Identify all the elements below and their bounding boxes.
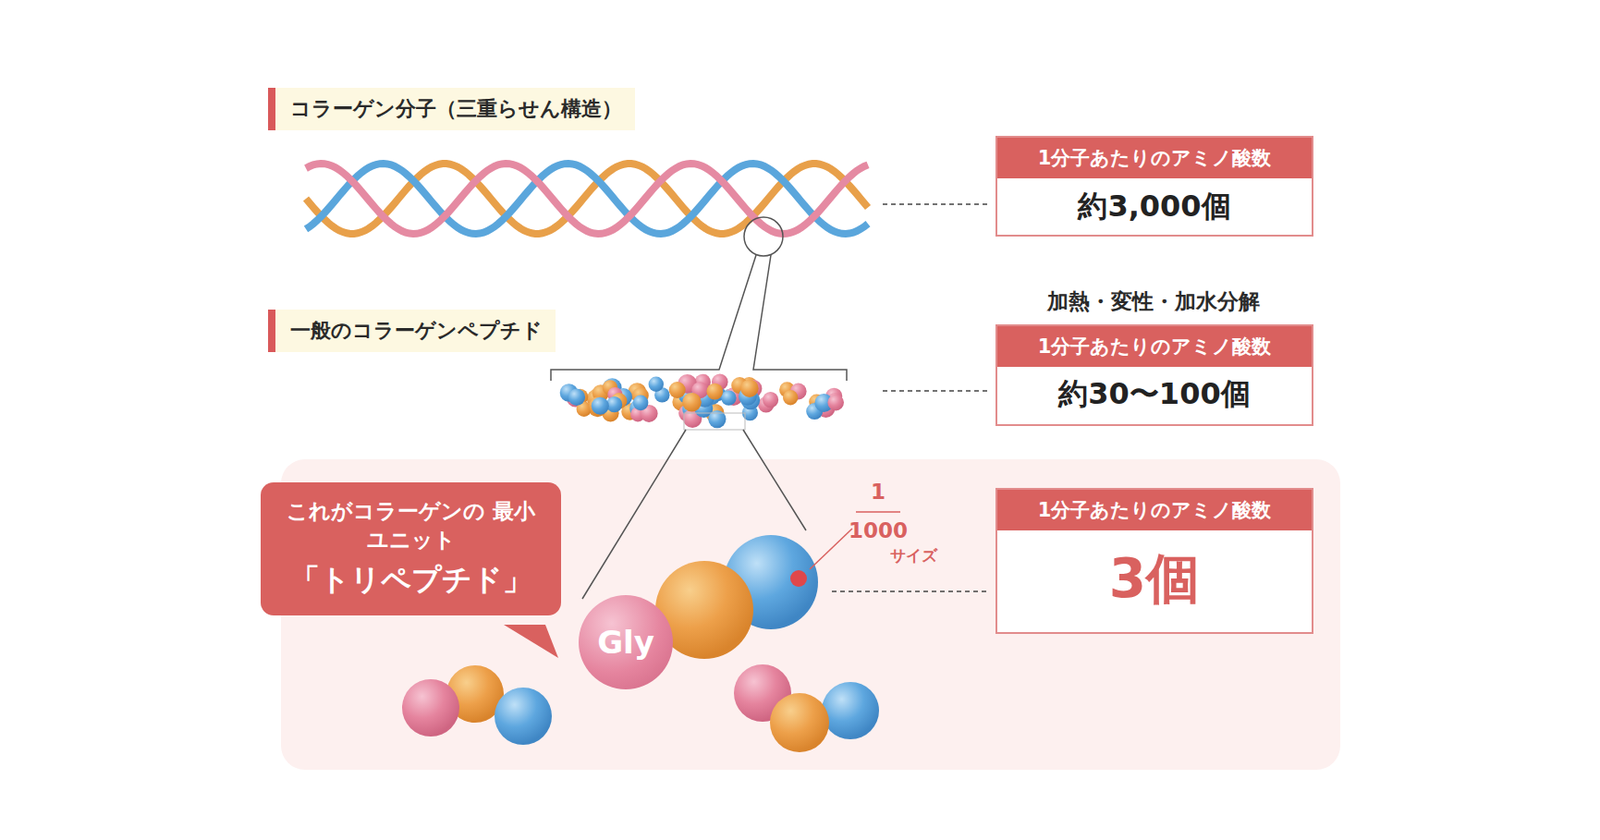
process-note: 加熱・変性・加水分解 — [1047, 287, 1260, 317]
dashed-leaders — [831, 204, 988, 592]
count-box: 1分子あたりのアミノ酸数約3,000個 — [995, 135, 1314, 237]
tripeptide — [655, 535, 819, 660]
count-box: 1分子あたりのアミノ酸数約30〜100個 — [995, 324, 1314, 427]
zoom-bracket — [550, 255, 847, 381]
fraction-numerator: 1 — [870, 479, 886, 504]
size-note: サイズ — [890, 545, 938, 567]
box-header: 1分子あたりのアミノ酸数 — [997, 137, 1312, 179]
amino-ball — [648, 377, 664, 392]
amino-ball — [740, 379, 758, 398]
fraction-bar — [855, 511, 901, 513]
callout-box: これがコラーゲンの 最小ユニット「トリペプチド」 — [260, 482, 562, 616]
amino-ball — [633, 395, 649, 412]
box-value: 約3,000個 — [997, 178, 1312, 235]
amino-ball — [827, 394, 844, 412]
helix-strand — [305, 163, 868, 234]
box-value: 3個 — [997, 530, 1312, 633]
helix-strand — [305, 163, 868, 234]
amino-ball — [706, 383, 723, 401]
helix-strand — [305, 163, 868, 234]
heading-text: コラーゲン分子（三重らせん構造） — [290, 95, 623, 123]
triple-helix — [305, 163, 868, 234]
ball-text: Gly — [597, 623, 655, 661]
amino-ball — [568, 389, 586, 406]
heading-band: 一般のコラーゲンペプチド — [268, 309, 556, 353]
count-box: 1分子あたりのアミノ酸数3個 — [995, 488, 1314, 635]
heading-band: コラーゲン分子（三重らせん構造） — [268, 87, 636, 131]
peptide-cluster — [560, 373, 844, 428]
zoom-rect — [683, 413, 746, 430]
amino-ball — [782, 390, 798, 405]
amino-ball — [682, 392, 702, 413]
amino-ball — [762, 391, 779, 408]
fraction-denominator: 1000 — [848, 518, 908, 543]
box-header: 1分子あたりのアミノ酸数 — [997, 326, 1312, 367]
callout-text: これがコラーゲンの 最小ユニット — [277, 497, 545, 555]
amino-ball — [669, 381, 686, 399]
heading-text: 一般のコラーゲンペプチド — [290, 317, 543, 345]
callout-tail — [503, 624, 559, 659]
zoom-circle — [744, 217, 783, 257]
callout-title: 「トリペプチド」 — [277, 560, 545, 601]
amino-ball — [591, 397, 610, 416]
box-value: 約30〜100個 — [997, 366, 1312, 425]
amino-ball — [720, 390, 736, 405]
amino-ball-label: Gly — [578, 595, 673, 690]
size-leader — [809, 528, 853, 570]
box-header: 1分子あたりのアミノ酸数 — [997, 489, 1312, 531]
